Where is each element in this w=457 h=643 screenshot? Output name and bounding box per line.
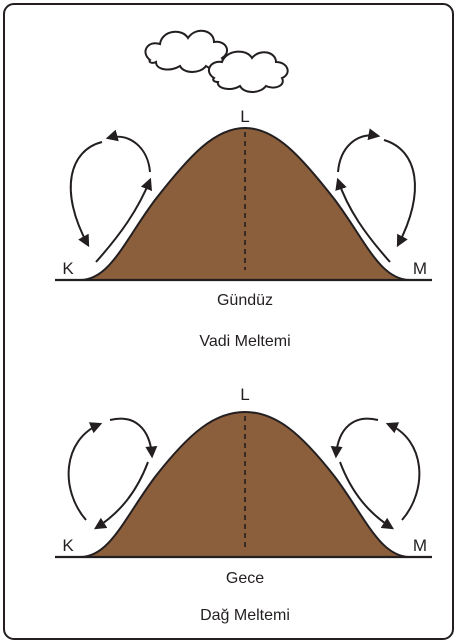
right-point-label: M	[413, 536, 427, 555]
panel-caption-time: Gündüz	[217, 292, 273, 309]
peak-label: L	[240, 385, 249, 404]
right-point-label: M	[413, 259, 427, 278]
peak-label: L	[240, 107, 249, 126]
panel-caption-name: Dağ Meltemi	[200, 607, 290, 624]
left-point-label: K	[62, 259, 74, 278]
panel-caption-name: Vadi Meltemi	[199, 333, 290, 350]
panel-caption-time: Gece	[226, 570, 264, 587]
left-point-label: K	[62, 536, 74, 555]
